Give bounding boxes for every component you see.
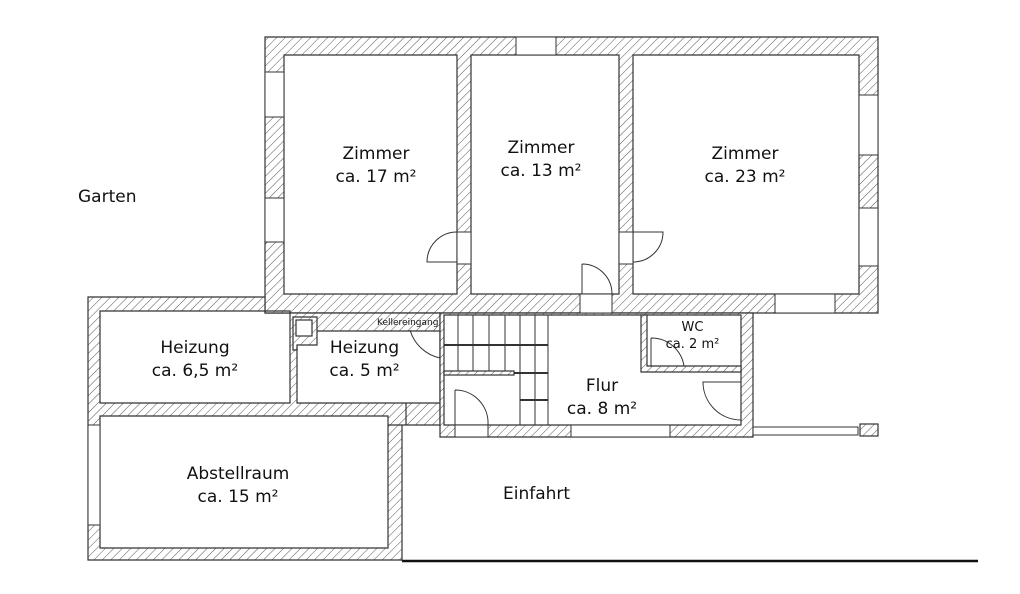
room-area: ca. 17 m²	[335, 167, 417, 187]
stairs	[444, 315, 549, 425]
room-wc: WC ca. 2 m²	[655, 319, 730, 353]
room-area: ca. 23 m²	[704, 167, 786, 187]
room-name: WC	[681, 320, 704, 335]
label-driveway: Einfahrt	[503, 484, 571, 504]
room-zimmer-17: Zimmer ca. 17 m²	[316, 143, 436, 189]
room-name: Zimmer	[507, 138, 575, 158]
room-name: Zimmer	[342, 144, 410, 164]
room-name: Abstellraum	[186, 464, 290, 484]
upper-wing-walls	[264, 36, 879, 314]
room-area: ca. 5 m²	[329, 361, 400, 381]
room-area: ca. 13 m²	[500, 161, 582, 181]
room-name: Heizung	[160, 338, 230, 358]
room-area: ca. 8 m²	[566, 399, 638, 419]
room-name: Zimmer	[711, 144, 779, 164]
label-garden: Garten	[78, 187, 137, 207]
windows	[87, 36, 879, 526]
chimney-flue	[295, 319, 313, 337]
room-zimmer-23: Zimmer ca. 23 m²	[685, 143, 805, 189]
room-abstellraum: Abstellraum ca. 15 m²	[168, 463, 308, 509]
room-name: Heizung	[329, 338, 400, 358]
room-flur: Flur ca. 8 m²	[552, 375, 652, 421]
stair-partition	[443, 370, 515, 376]
walls	[87, 36, 879, 561]
room-heizung-6-5: Heizung ca. 6,5 m²	[130, 337, 260, 383]
room-zimmer-13: Zimmer ca. 13 m²	[481, 137, 601, 183]
gate-pillar	[859, 423, 879, 437]
room-name: Flur	[585, 376, 619, 396]
label-cellar-entrance: Kellereingang	[377, 318, 439, 328]
room-heizung-5: Heizung ca. 5 m²	[307, 337, 422, 383]
room-area: ca. 6,5 m²	[151, 361, 239, 381]
doors	[409, 231, 742, 426]
room-area: ca. 2 m²	[665, 337, 720, 352]
room-area: ca. 15 m²	[197, 487, 279, 507]
